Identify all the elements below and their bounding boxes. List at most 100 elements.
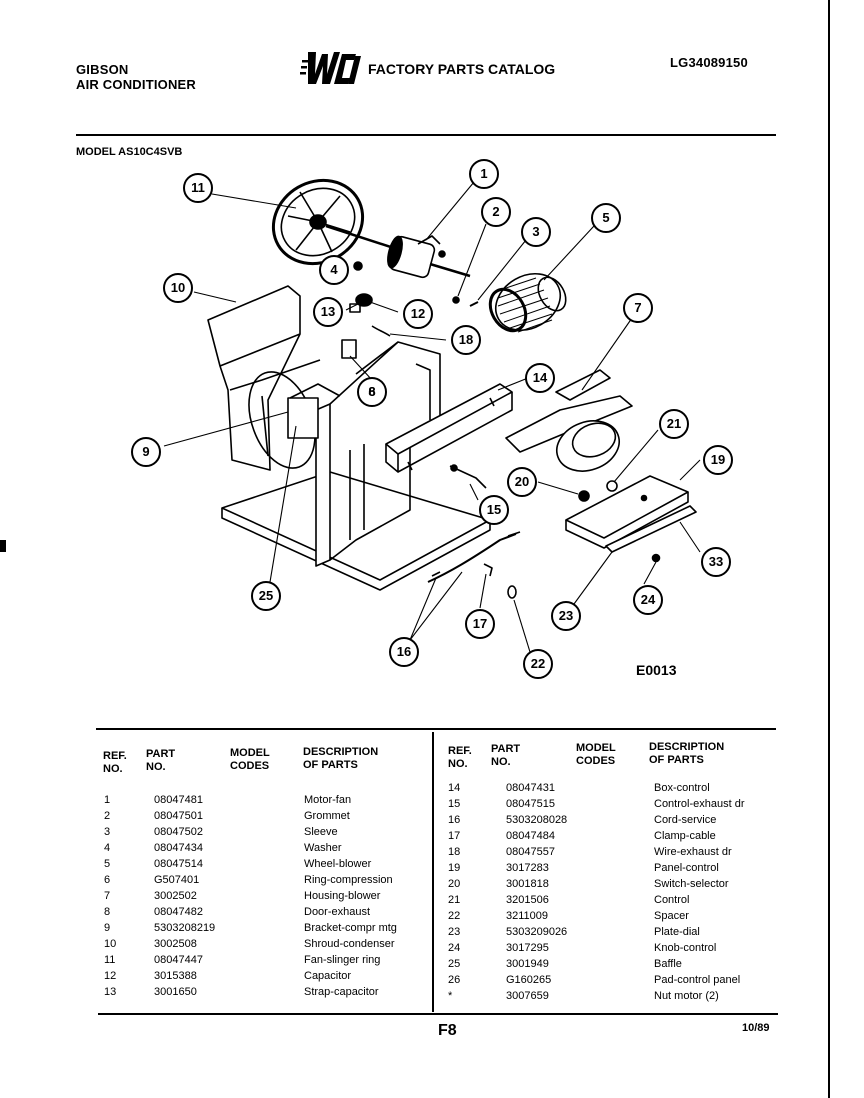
callout-13: 13 [320,304,336,319]
part-number-cell: 08047502 [154,826,203,838]
callout-6: 6 [368,384,376,399]
ref-cell: * [448,990,453,1002]
base-pan-drawing [221,471,491,591]
part-number-cell: 08047515 [506,798,555,810]
ref-cell: 11 [104,954,116,966]
part-number-cell: 08047482 [154,906,203,918]
ref-cell: 12 [104,970,117,982]
ref-cell: 5 [104,858,111,870]
description-cell: Housing-blower [304,890,381,902]
part-number-cell: 5303209026 [506,926,568,938]
part-number-cell: 5303208028 [506,814,568,826]
ref-cell: 25 [448,958,461,970]
fan-slinger-ring-drawing [271,178,365,266]
ref-cell: 22 [448,910,461,922]
page-number: F8 [438,1022,457,1039]
header-ref-left: REF.NO. [103,750,127,775]
ref-cell: 8 [104,906,111,918]
callout-8: 8 [368,384,376,399]
ref-cell: 13 [104,986,117,998]
description-cell: Spacer [654,910,689,922]
header-rule [76,134,776,136]
description-cell: Switch-selector [654,878,729,890]
part-number-cell: 3001949 [506,958,549,970]
brand-block: GIBSON AIR CONDITIONER [76,62,196,92]
catalog-title: FACTORY PARTS CATALOG [368,61,556,77]
callout-33: 33 [708,554,724,569]
callout-7: 7 [634,300,642,315]
callout-23: 23 [558,608,574,623]
description-cell: Box-control [654,782,710,794]
part-number-cell: 08047431 [506,782,555,794]
part-number-cell: 3201506 [506,894,549,906]
callout-25: 25 [258,588,274,603]
callout-22: 22 [530,656,546,671]
part-number-cell: 08047501 [154,810,203,822]
ref-cell: 19 [448,862,461,874]
callout-3: 3 [532,224,540,239]
part-number-cell: 08047447 [154,954,203,966]
description-cell: Wire-exhaust dr [654,846,732,858]
page-edge-right [828,0,830,1098]
description-cell: Ring-compression [304,874,393,886]
part-number-cell: G160265 [506,974,552,986]
callout-4: 4 [330,262,338,277]
leader-lines [163,181,701,653]
part-number-cell: 3002502 [154,890,197,902]
header-ref-right: REF.NO. [448,745,472,770]
callout-16: 16 [396,644,412,659]
table-row: 9 5303208219 Bracket-compr mtg [104,920,444,936]
ref-cell: 23 [448,926,461,938]
ref-cell: 21 [448,894,461,906]
figure-code: E0013 [636,662,677,678]
ref-cell: 9 [104,922,111,934]
model-number: MODEL AS10C4SVB [76,146,183,158]
table-bottom-rule [98,1013,778,1015]
description-cell: Nut motor (2) [654,990,719,1002]
callout-9: 9 [142,444,150,459]
part-number-cell: 08047514 [154,858,203,870]
description-cell: Control-exhaust dr [654,798,745,810]
callout-5: 5 [602,210,610,225]
description-cell: Washer [304,842,342,854]
description-cell: Shroud-condenser [304,938,395,950]
ref-cell: 16 [448,814,461,826]
description-cell: Pad-control panel [654,974,741,986]
callout-12: 12 [410,306,426,321]
ref-cell: 1 [104,794,111,806]
part-number-cell: 5303208219 [154,922,216,934]
description-cell: Grommet [304,810,350,822]
description-cell: Bracket-compr mtg [304,922,397,934]
table-row: 7 3002502 Housing-blower [104,888,444,904]
callout-19: 19 [710,452,726,467]
blower-housing-drawing [505,369,633,472]
callout-1: 1 [480,166,488,181]
ref-cell: 7 [104,890,111,902]
callout-10: 10 [170,280,186,295]
ref-cell: 10 [104,938,117,950]
ref-cell: 4 [104,842,111,854]
ref-cell: 3 [104,826,111,838]
